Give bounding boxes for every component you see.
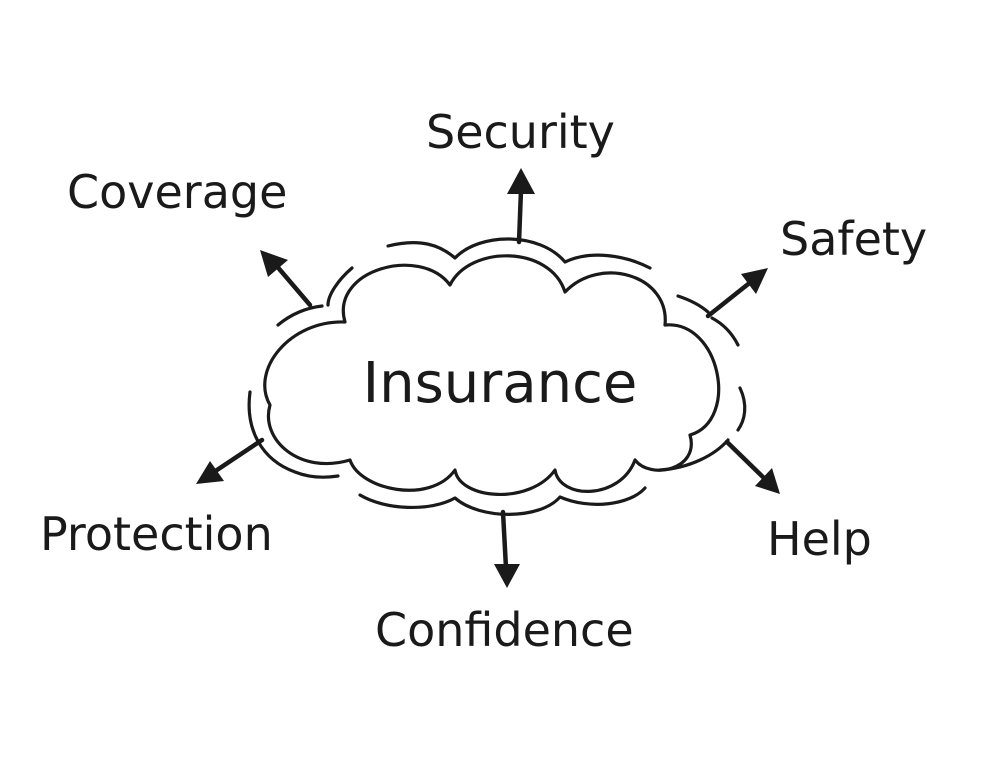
arrow-confidence	[494, 509, 520, 588]
arrow-safety	[705, 268, 768, 319]
cloud-outer-segment-right	[736, 386, 747, 432]
cloud-outer-segment-top-left	[326, 266, 354, 307]
concept-label-security: Security	[426, 105, 615, 159]
concept-label-coverage: Coverage	[67, 165, 287, 219]
concept-label-help: Help	[767, 512, 872, 566]
arrow-security	[507, 168, 535, 245]
center-label: Insurance	[363, 351, 638, 416]
cloud-outer-segment-bottom-right	[658, 438, 730, 472]
cloud-outer-segment-right-upper	[710, 316, 740, 347]
concept-label-confidence: Confidence	[375, 603, 634, 657]
arrow-help	[724, 439, 780, 494]
concept-label-safety: Safety	[780, 212, 927, 266]
arrow-protection	[196, 437, 265, 484]
cloud-outer-segment-left	[247, 390, 340, 479]
arrow-coverage	[260, 250, 313, 308]
cloud-outer-segment-top	[386, 237, 652, 270]
cloud-outer-segment-top-right	[676, 294, 710, 314]
concept-label-protection: Protection	[40, 507, 273, 561]
cloud-inner-outline	[263, 254, 721, 496]
cloud-outer-segment-left-upper	[276, 304, 324, 327]
